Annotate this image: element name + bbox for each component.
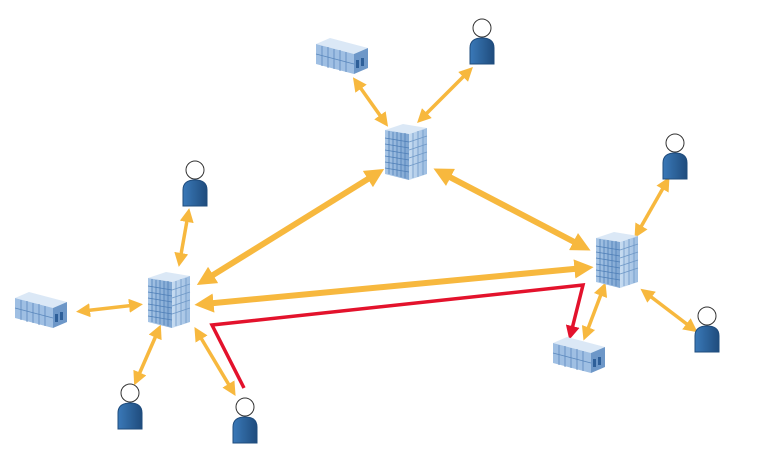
- tower-right: [595, 232, 639, 288]
- link-tower-left-person-left-top: [174, 208, 194, 267]
- warehouse-icon: [552, 337, 605, 373]
- person-left-bottom-1: [117, 383, 143, 430]
- tower-left: [147, 272, 191, 328]
- link-tower-top-tower-right: [433, 168, 591, 251]
- link-tower-left-person-left-bottom-2: [194, 326, 236, 397]
- link-tower-right-person-right-top: [634, 176, 670, 239]
- tower-icon: [147, 272, 191, 328]
- person-right-top: [662, 133, 688, 180]
- warehouse-left: [14, 292, 67, 328]
- tower-top: [384, 124, 428, 180]
- link-tower-top-tower-left: [196, 168, 385, 286]
- person-top: [469, 18, 495, 65]
- warehouse-right: [552, 337, 605, 373]
- links-layer: [76, 67, 698, 397]
- person-right-bottom: [694, 306, 720, 353]
- highlighted-path: [209, 282, 586, 389]
- tower-icon: [384, 124, 428, 180]
- link-tower-right-person-right-bottom: [640, 288, 698, 333]
- person-icon: [117, 383, 143, 430]
- link-tower-top-person-top: [417, 67, 473, 123]
- warehouse-icon: [315, 38, 368, 74]
- person-left-bottom-2: [232, 397, 258, 444]
- warehouse-icon: [14, 292, 67, 328]
- person-left-top: [182, 160, 208, 207]
- warehouse-top: [315, 38, 368, 74]
- person-icon: [182, 160, 208, 207]
- link-tower-left-warehouse-left: [76, 298, 143, 318]
- person-icon: [662, 133, 688, 180]
- link-tower-top-warehouse-top: [352, 77, 389, 127]
- person-icon: [232, 397, 258, 444]
- link-tower-right-warehouse-right: [581, 282, 608, 341]
- link-tower-left-person-left-bottom-1: [133, 324, 162, 386]
- tower-icon: [595, 232, 639, 288]
- person-icon: [469, 18, 495, 65]
- link-tower-left-tower-right: [194, 259, 594, 313]
- person-icon: [694, 306, 720, 353]
